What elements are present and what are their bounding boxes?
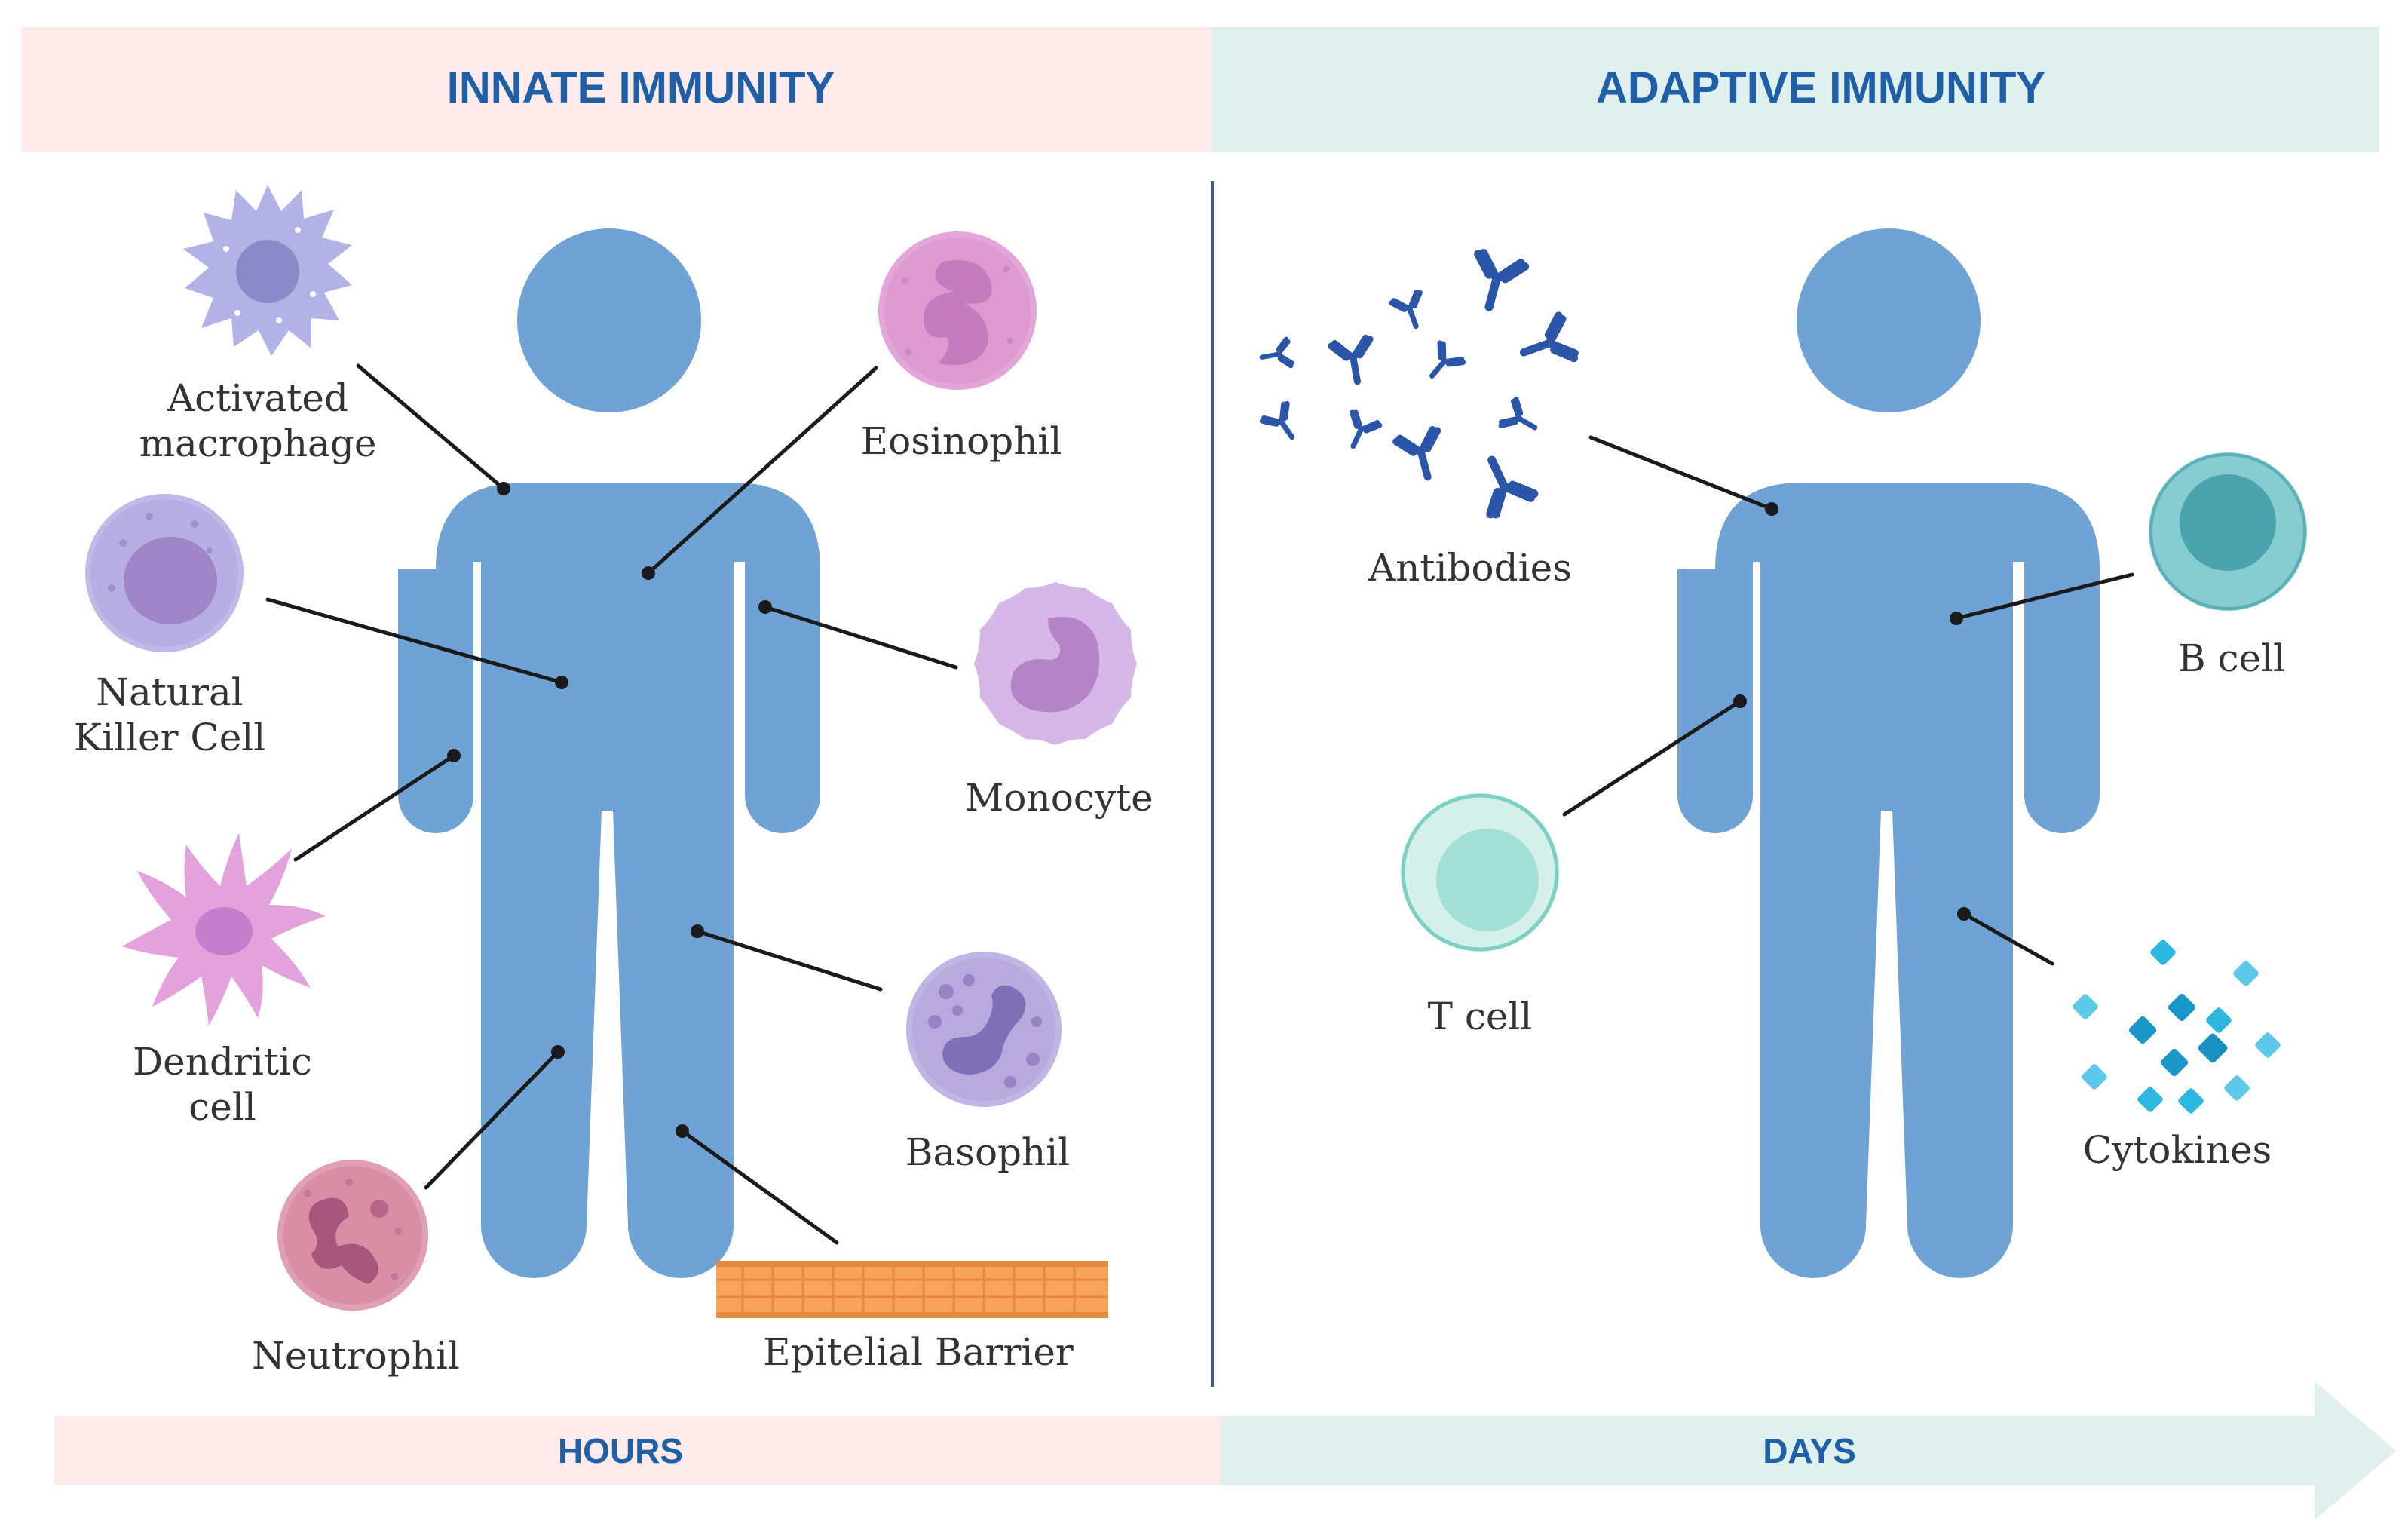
cytokines-leader	[1962, 912, 2054, 966]
dendritic-cell-icon	[122, 833, 326, 1026]
dendritic-leader	[293, 753, 456, 862]
basophil-icon	[906, 952, 1062, 1107]
natural-killer-cell-icon	[85, 494, 244, 652]
adaptive-header-band	[1212, 27, 2379, 152]
innate-human-figure	[398, 228, 820, 1278]
activated-macrophage-icon	[183, 185, 352, 356]
t-cell-pointer	[1733, 694, 1747, 708]
monocyte-icon	[974, 582, 1137, 745]
dendritic-label-line2: cell	[188, 1085, 256, 1129]
adaptive-human-figure	[1677, 228, 2100, 1278]
eosinophil-leader	[646, 366, 878, 575]
epithelial-barrier-pointer	[676, 1124, 689, 1138]
monocyte-leader	[763, 605, 958, 670]
eosinophil-label: Eosinophil	[861, 419, 1062, 463]
antibodies-leader	[1588, 435, 1774, 511]
innate-header-title: INNATE IMMUNITY	[447, 63, 835, 112]
epithelial-barrier-label: Epitelial Barrier	[763, 1330, 1074, 1374]
monocyte-pointer	[758, 600, 772, 614]
activated-macrophage-label-line1: Activated	[167, 376, 348, 420]
antibodies-pointer	[1765, 502, 1778, 516]
t-cell-label: T cell	[1428, 995, 1533, 1038]
neutrophil-leader	[424, 1050, 560, 1190]
antibodies-icon	[1260, 252, 1576, 517]
dendritic-label-line1: Dendritic	[133, 1040, 312, 1084]
neutrophil-label: Neutrophil	[252, 1334, 460, 1378]
t-cell-leader	[1562, 699, 1742, 817]
eosinophil-icon	[878, 231, 1037, 390]
monocyte-label: Monocyte	[965, 776, 1153, 820]
dendritic-pointer	[447, 749, 461, 762]
basophil-label: Basophil	[905, 1130, 1071, 1174]
natural-killer-label-line1: Natural	[96, 670, 244, 714]
timeline-hours-label: HOURS	[558, 1431, 683, 1470]
basophil-leader	[695, 929, 883, 992]
b-cell-icon	[2149, 452, 2307, 611]
b-cell-pointer	[1950, 612, 1963, 625]
natural-killer-pointer	[555, 676, 568, 689]
cytokines-pointer	[1957, 907, 1971, 921]
innate-header-band	[21, 27, 1212, 152]
timeline-days-label: DAYS	[1763, 1431, 1856, 1470]
antibodies-label: Antibodies	[1368, 546, 1572, 590]
cytokines-label: Cytokines	[2083, 1128, 2272, 1172]
adaptive-header-title: ADAPTIVE IMMUNITY	[1596, 63, 2045, 112]
neutrophil-pointer	[551, 1045, 565, 1059]
neutrophil-icon	[277, 1160, 428, 1311]
eosinophil-pointer	[642, 566, 655, 580]
activated-macrophage-label-line2: macrophage	[139, 422, 377, 465]
timeline-hours-band	[54, 1416, 1221, 1485]
timeline-days-arrow	[1221, 1381, 2396, 1520]
epithelial-barrier-icon	[716, 1261, 1108, 1318]
b-cell-label: B cell	[2178, 636, 2285, 680]
natural-killer-leader	[265, 597, 564, 685]
b-cell-leader	[1954, 572, 2134, 621]
activated-macrophage-pointer	[497, 482, 510, 495]
basophil-pointer	[691, 924, 704, 938]
t-cell-icon	[1401, 793, 1559, 952]
cytokines-icon	[2073, 940, 2281, 1114]
epithelial-barrier-leader	[680, 1129, 839, 1245]
activated-macrophage-leader	[356, 363, 506, 491]
natural-killer-label-line2: Killer Cell	[74, 716, 266, 759]
